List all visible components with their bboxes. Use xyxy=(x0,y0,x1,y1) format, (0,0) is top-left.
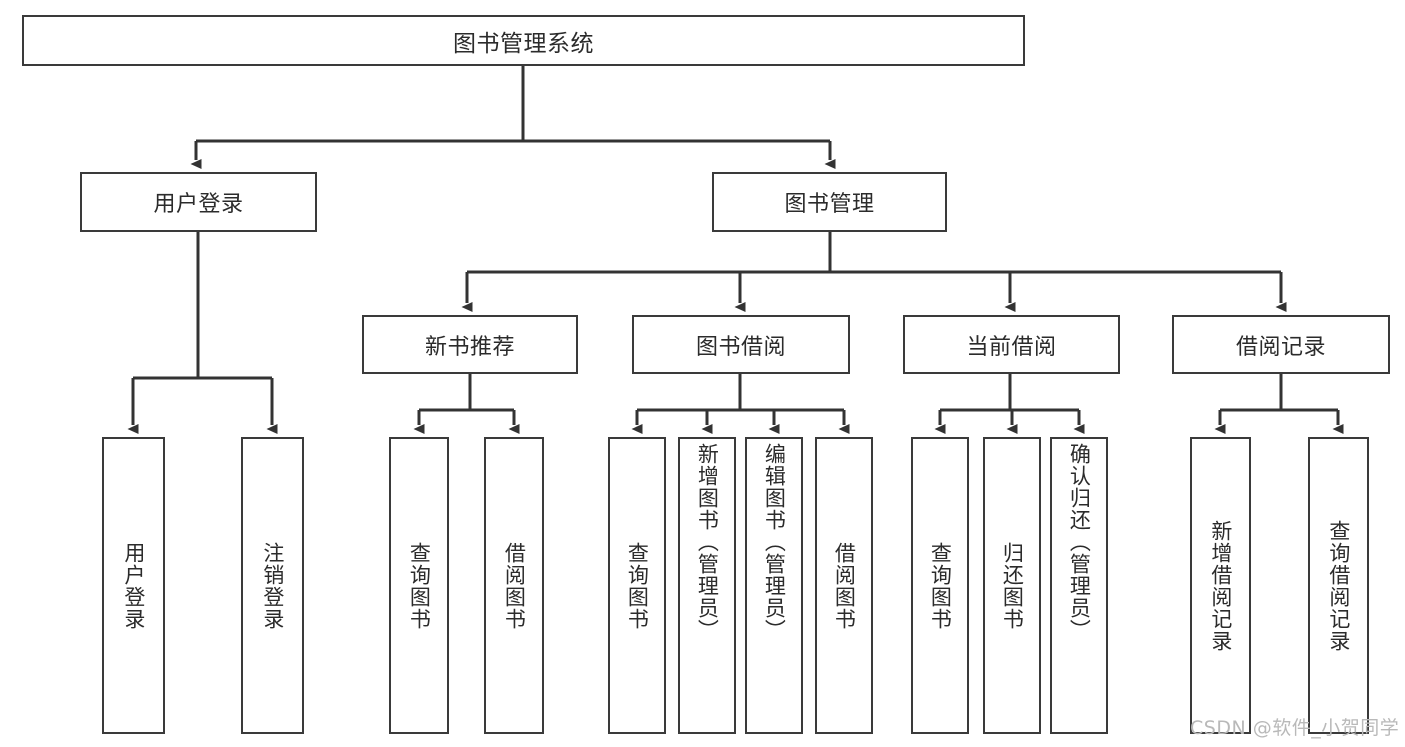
node-label: 查询图书 xyxy=(928,541,953,630)
node-label: 确认归还（管理员） xyxy=(1067,443,1092,641)
node-label: 新书推荐 xyxy=(424,334,515,360)
node-label: 图书管理 xyxy=(784,192,875,217)
node-label: 用户登录 xyxy=(153,192,244,217)
edges-user-login-to-leaves xyxy=(127,232,278,434)
node-label: 查询图书 xyxy=(407,541,432,630)
csdn-watermark: CSDN @软件_小贺同学 xyxy=(1190,717,1400,739)
node-user-login[interactable]: 用户登录 xyxy=(80,172,317,232)
leaf-user-login[interactable]: 用户登录 xyxy=(102,437,165,734)
node-book-management[interactable]: 图书管理 xyxy=(712,172,947,232)
edges-current-borrow-to-leaves xyxy=(934,374,1085,434)
node-label: 新增图书（管理员） xyxy=(695,443,720,641)
leaf-query-book-borrow[interactable]: 查询图书 xyxy=(608,437,666,734)
leaf-add-book-admin[interactable]: 新增图书（管理员） xyxy=(678,437,736,734)
node-label: 图书管理系统 xyxy=(453,30,594,57)
edges-root-to-level1 xyxy=(190,66,836,169)
node-current-borrow[interactable]: 当前借阅 xyxy=(903,315,1120,374)
node-label: 借阅图书 xyxy=(832,541,857,630)
leaf-logout[interactable]: 注销登录 xyxy=(241,437,304,734)
node-label: 用户登录 xyxy=(121,541,146,630)
edges-book-borrow-to-leaves xyxy=(631,374,850,434)
node-label: 归还图书 xyxy=(1000,541,1025,630)
leaf-add-borrow-record[interactable]: 新增借阅记录 xyxy=(1190,437,1251,734)
node-label: 编辑图书（管理员） xyxy=(762,443,787,641)
node-label: 查询借阅记录 xyxy=(1326,519,1351,652)
leaf-query-book-current[interactable]: 查询图书 xyxy=(911,437,969,734)
node-new-book-recommend[interactable]: 新书推荐 xyxy=(362,315,578,374)
node-label: 查询图书 xyxy=(625,541,650,630)
node-borrow-record[interactable]: 借阅记录 xyxy=(1172,315,1390,374)
leaf-confirm-return-admin[interactable]: 确认归还（管理员） xyxy=(1050,437,1108,734)
node-label: 注销登录 xyxy=(260,541,285,630)
node-book-borrow[interactable]: 图书借阅 xyxy=(632,315,850,374)
node-label: 借阅记录 xyxy=(1235,334,1326,360)
leaf-return-book[interactable]: 归还图书 xyxy=(983,437,1041,734)
edges-borrow-record-to-leaves xyxy=(1214,374,1344,434)
node-root-system[interactable]: 图书管理系统 xyxy=(22,15,1025,66)
edges-level1-to-level2 xyxy=(461,232,1287,312)
leaf-query-borrow-record[interactable]: 查询借阅记录 xyxy=(1308,437,1369,734)
node-label: 新增借阅记录 xyxy=(1208,519,1233,652)
node-label: 图书借阅 xyxy=(695,334,786,360)
edges-new-book-to-leaves xyxy=(413,374,520,434)
leaf-borrow-book[interactable]: 借阅图书 xyxy=(815,437,873,734)
node-label: 当前借阅 xyxy=(966,334,1057,360)
leaf-borrow-book-new[interactable]: 借阅图书 xyxy=(484,437,544,734)
leaf-edit-book-admin[interactable]: 编辑图书（管理员） xyxy=(745,437,803,734)
node-label: 借阅图书 xyxy=(502,541,527,630)
leaf-query-book-new[interactable]: 查询图书 xyxy=(389,437,449,734)
